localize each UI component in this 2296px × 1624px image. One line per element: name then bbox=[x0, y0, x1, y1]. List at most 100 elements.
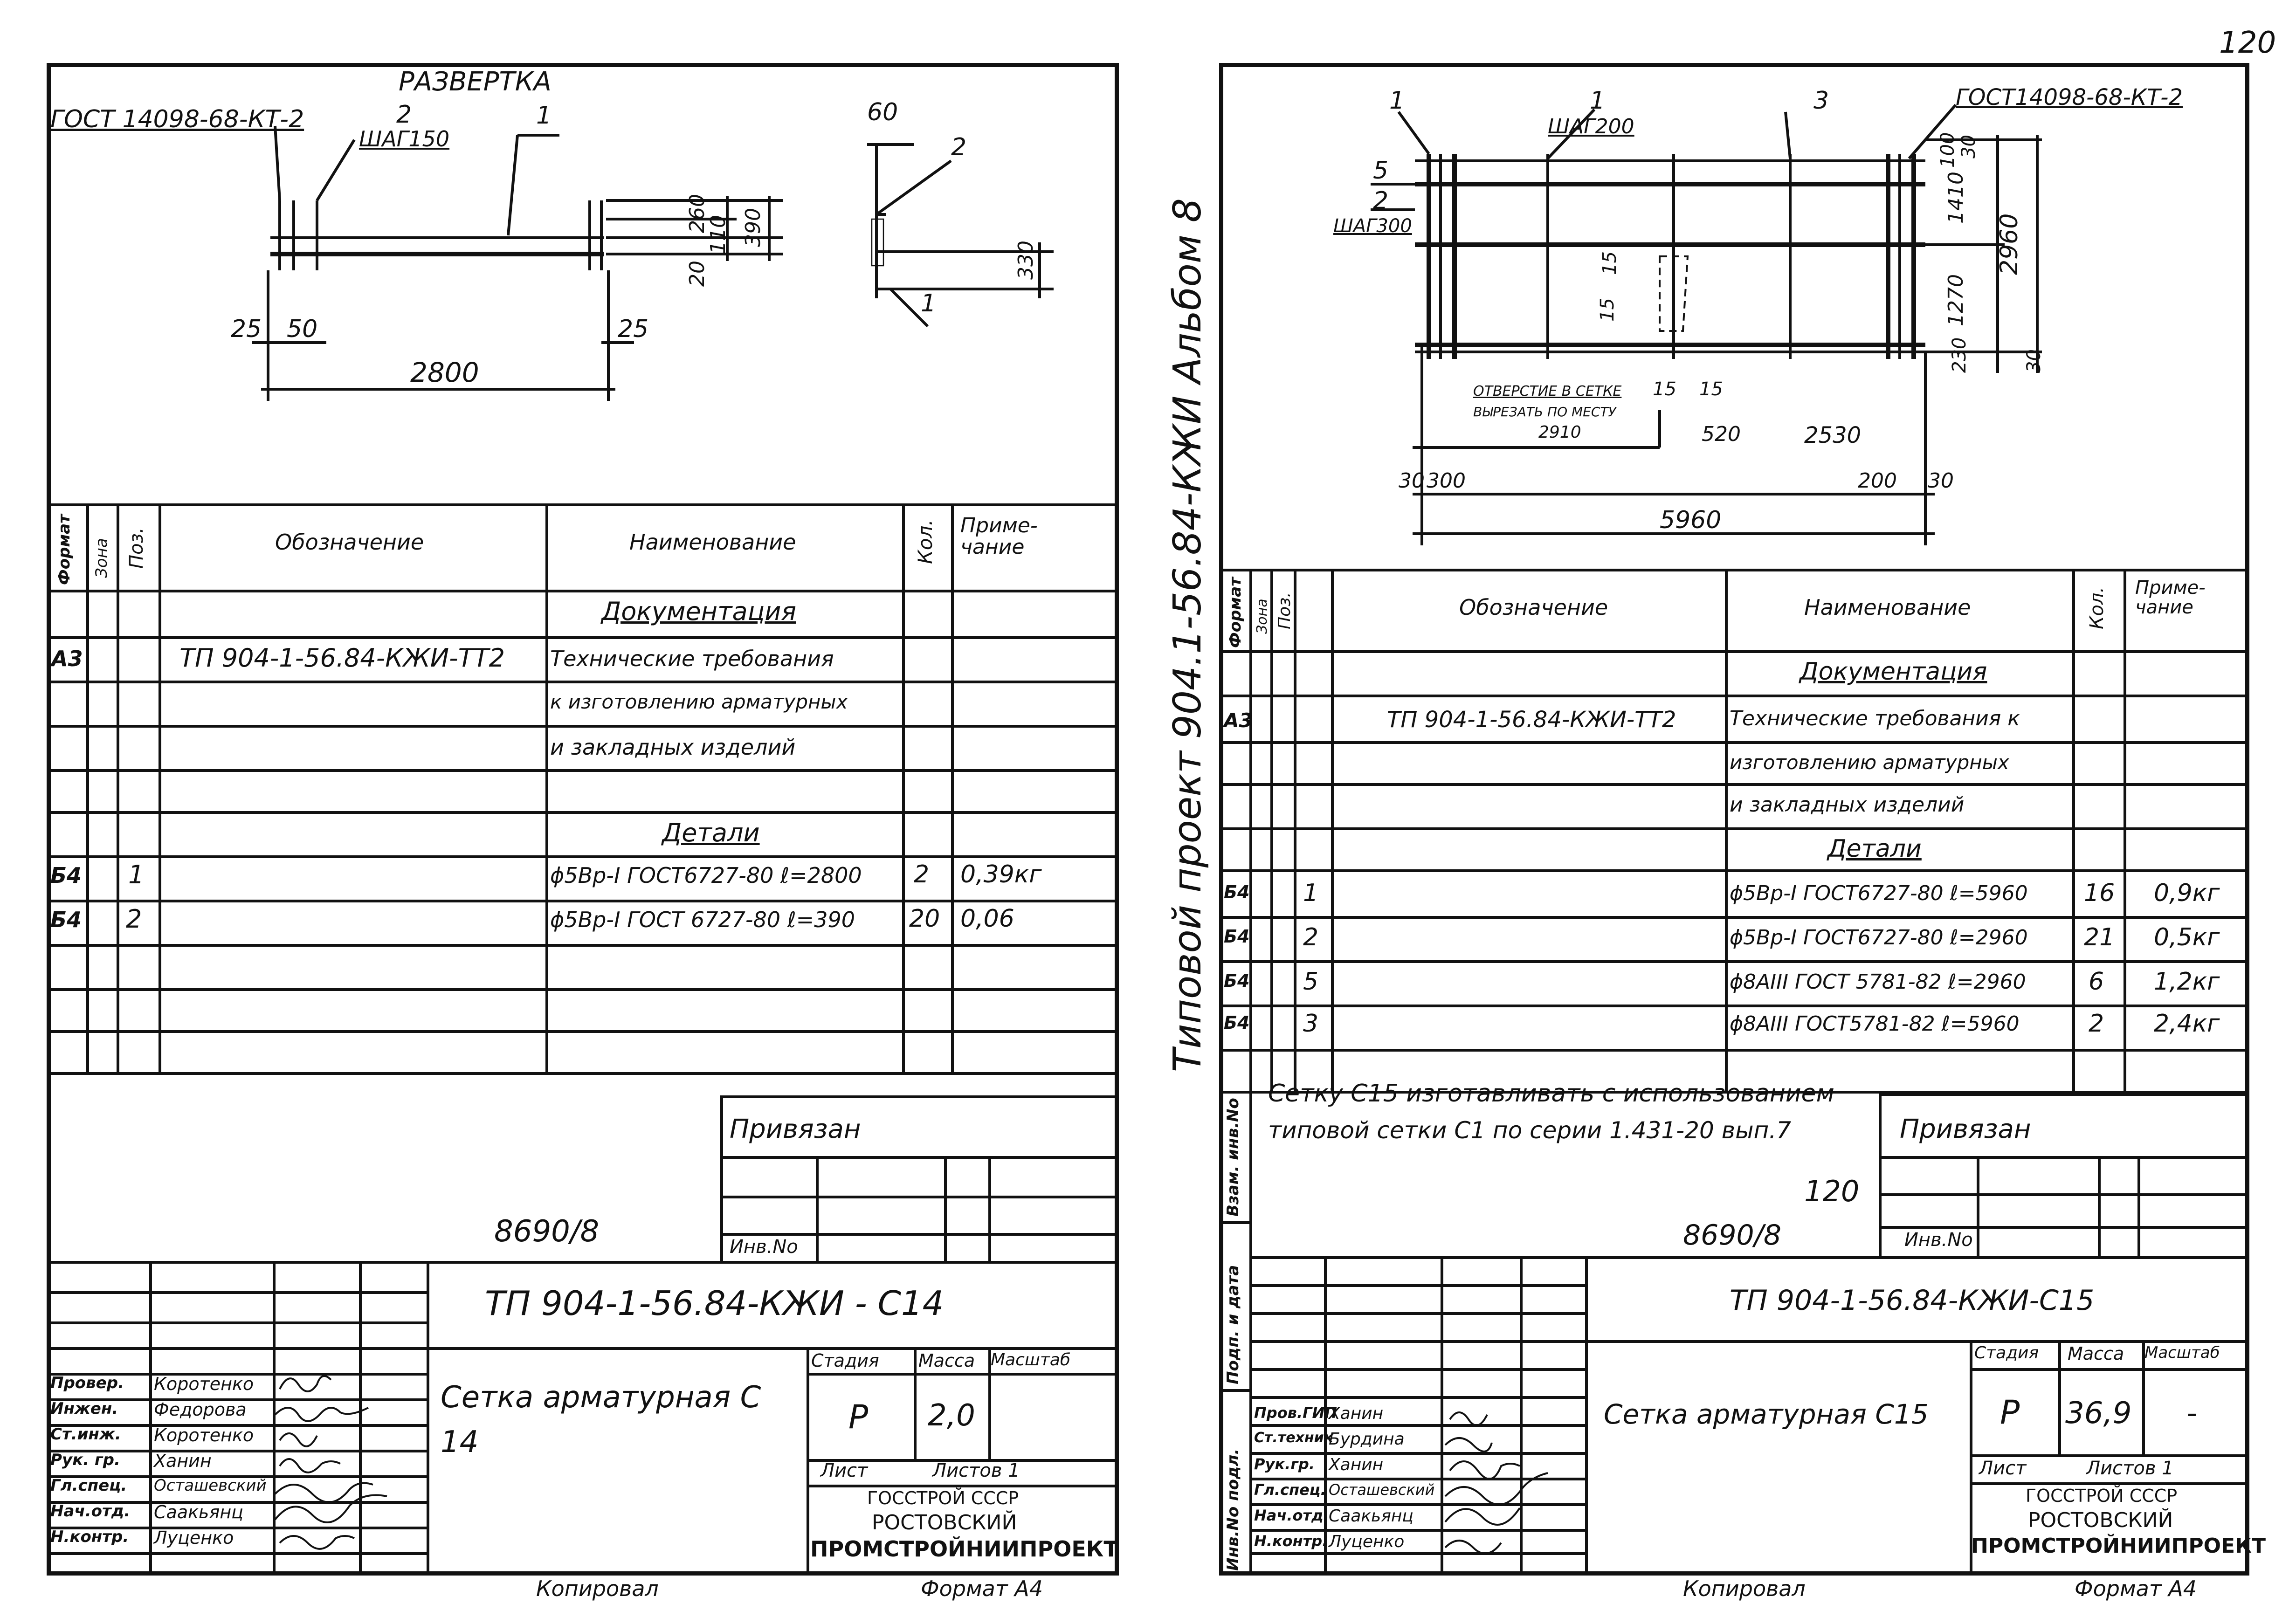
left-priv-line bbox=[720, 1233, 1119, 1236]
left-row-line bbox=[47, 811, 1119, 814]
right-hole-dim: 2910 bbox=[1538, 423, 1581, 442]
left-person-name: Коротенко bbox=[154, 1425, 254, 1445]
right-stamp-line bbox=[1249, 1478, 1587, 1480]
right-priv-col bbox=[1977, 1156, 1979, 1256]
left-col-format bbox=[86, 503, 89, 1074]
right-dim-230: 230 bbox=[1949, 337, 1970, 373]
right-side-strip-div bbox=[1219, 1221, 1252, 1224]
left-person-role: Н.контр. bbox=[50, 1528, 129, 1546]
section-dim-60: 60 bbox=[867, 98, 898, 126]
left-header-name: Наименование bbox=[629, 530, 796, 555]
right-stamp-line bbox=[1249, 1424, 1587, 1427]
left-stamp-col bbox=[988, 1347, 991, 1459]
right-stamp-line bbox=[1249, 1396, 1587, 1399]
right-dim-1410: 1410 bbox=[1944, 172, 1968, 224]
right-doc-name-2: изготовлению арматурных bbox=[1730, 751, 2009, 774]
right-doc-name-1: Технические требования к bbox=[1730, 707, 2020, 730]
right-row3-pos: 5 bbox=[1303, 968, 1319, 996]
left-dim-50: 50 bbox=[287, 315, 318, 343]
left-row2-pos: 2 bbox=[126, 904, 142, 934]
left-doc-name-1: Технические требования bbox=[550, 646, 834, 671]
right-stamp-line bbox=[1249, 1312, 1587, 1315]
right-table-header-bottom bbox=[1219, 650, 2249, 653]
left-priv-line bbox=[720, 1196, 1119, 1198]
right-stamp-line bbox=[1249, 1503, 1587, 1506]
right-table-top bbox=[1219, 569, 2249, 571]
right-person-role: Ст.техник bbox=[1254, 1430, 1333, 1446]
right-note-line-1: Сетку С15 изготавливать с использованием bbox=[1268, 1080, 1834, 1108]
right-row3-qty: 6 bbox=[2089, 968, 2104, 996]
right-page-ref: 120 bbox=[1804, 1174, 1860, 1208]
left-pos2-label: 2 bbox=[396, 101, 412, 129]
right-privyazan-box bbox=[1879, 1093, 2249, 1256]
left-stamp-code: ТП 904-1-56.84-КЖИ - С14 bbox=[485, 1284, 944, 1323]
right-hole-note-2: ВЫРЕЗАТЬ ПО МЕСТУ bbox=[1473, 404, 1616, 420]
right-row3-name: ϕ8АIII ГОСТ 5781-82 ℓ=2960 bbox=[1730, 970, 2026, 994]
left-sheets-label: Листов 1 bbox=[932, 1460, 1020, 1481]
left-priv-line bbox=[720, 1156, 1119, 1159]
left-dim-2800: 2800 bbox=[410, 357, 479, 388]
right-stamp-top bbox=[1249, 1256, 2249, 1259]
left-stamp-top bbox=[47, 1261, 1119, 1264]
right-person-role: Гл.спец. bbox=[1254, 1481, 1326, 1499]
right-dim-2960: 2960 bbox=[1995, 213, 2023, 275]
right-row1-pos: 1 bbox=[1303, 879, 1319, 907]
right-row1-qty: 16 bbox=[2084, 879, 2115, 907]
left-scale-label: Масштаб bbox=[991, 1350, 1071, 1369]
left-person-name: Федорова bbox=[154, 1399, 247, 1420]
right-row-line bbox=[1219, 695, 2249, 697]
left-sheet-label: Лист bbox=[820, 1460, 868, 1481]
left-header-designation: Обозначение bbox=[275, 530, 424, 555]
right-row4-name: ϕ8АIII ГОСТ5781-82 ℓ=5960 bbox=[1730, 1012, 2020, 1036]
right-sheets-label: Листов 1 bbox=[2086, 1458, 2174, 1479]
right-step200: ШАГ200 bbox=[1548, 115, 1634, 138]
side-col-vzam: Взам. инв.No bbox=[1224, 1098, 1242, 1217]
section-pos2: 2 bbox=[951, 133, 967, 161]
right-step300: ШАГ300 bbox=[1333, 215, 1412, 237]
right-copied: Копировал bbox=[1683, 1576, 1806, 1601]
right-row-line bbox=[1219, 827, 2249, 830]
right-header-name: Наименование bbox=[1804, 595, 1971, 620]
left-dim-25b: 25 bbox=[618, 315, 649, 343]
left-table-header-bottom bbox=[47, 590, 1119, 592]
right-row1-note: 0,9кг bbox=[2154, 879, 2220, 907]
right-row1-format: Б4 bbox=[1224, 882, 1250, 902]
left-person-name: Осташевский bbox=[154, 1476, 267, 1495]
left-copied: Копировал bbox=[536, 1576, 659, 1601]
left-row2-note: 0,06 bbox=[960, 905, 1014, 933]
left-dim-25a: 25 bbox=[231, 315, 262, 343]
right-person-name: Саакьянц bbox=[1329, 1507, 1413, 1526]
left-priv-col bbox=[944, 1156, 947, 1261]
left-priv-col bbox=[988, 1156, 991, 1261]
right-person-role: Н.контр. bbox=[1254, 1532, 1328, 1550]
right-doc-format: А3 bbox=[1224, 709, 1253, 732]
left-header-qty: Кол. bbox=[914, 519, 937, 564]
left-stamp-line bbox=[807, 1459, 1119, 1462]
right-row4-note: 2,4кг bbox=[2154, 1010, 2220, 1038]
right-person-name: Ханин bbox=[1329, 1404, 1384, 1423]
left-stamp-line bbox=[47, 1552, 429, 1555]
left-stamp-line bbox=[47, 1475, 429, 1478]
left-col-pos bbox=[159, 503, 161, 1074]
left-col-name bbox=[902, 503, 905, 1074]
right-dim-2530: 2530 bbox=[1804, 422, 1862, 448]
left-person-name: Саакьянц bbox=[154, 1502, 244, 1522]
right-stamp-col bbox=[1585, 1256, 1588, 1576]
right-person-name: Луценко bbox=[1329, 1532, 1405, 1551]
right-person-role: Нач.отд. bbox=[1254, 1507, 1330, 1524]
left-row-line bbox=[47, 944, 1119, 947]
razvertka-title: РАЗВЕРТКА bbox=[399, 67, 552, 97]
left-person-role: Провер. bbox=[50, 1374, 124, 1392]
right-priv-col bbox=[2137, 1156, 2140, 1256]
left-priv-col bbox=[816, 1156, 819, 1261]
right-dim-30b: 30 bbox=[2023, 349, 2045, 373]
left-stamp-line bbox=[47, 1347, 1119, 1350]
left-row-line bbox=[47, 855, 1119, 858]
left-dim-390: 390 bbox=[741, 208, 765, 247]
right-row2-qty: 21 bbox=[2084, 923, 2115, 951]
right-label-5: 5 bbox=[1373, 157, 1389, 185]
right-dim-1270: 1270 bbox=[1944, 274, 1968, 326]
left-org-2: РОСТОВСКИЙ bbox=[872, 1511, 1017, 1535]
right-label-1a: 1 bbox=[1389, 87, 1405, 115]
left-col-zone bbox=[117, 503, 119, 1074]
